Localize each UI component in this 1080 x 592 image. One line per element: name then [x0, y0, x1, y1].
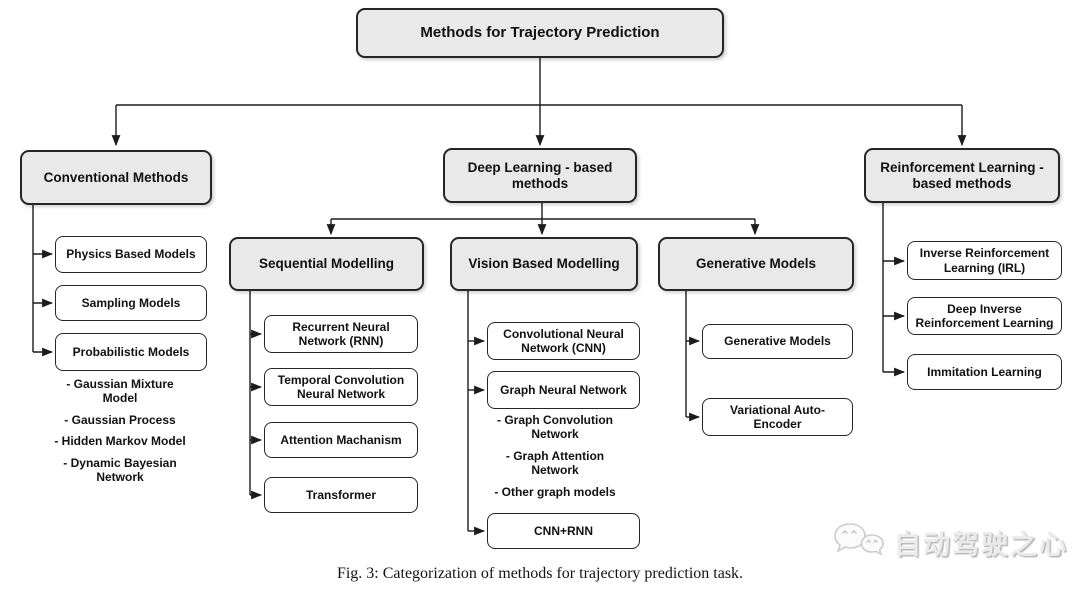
node-variational-auto-encoder: Variational Auto-Encoder [702, 398, 853, 436]
node-generative-models: Generative Models [658, 237, 854, 291]
node-temporal-convolution-network: Temporal Convolution Neural Network [264, 368, 418, 406]
figure-caption: Fig. 3: Categorization of methods for tr… [336, 565, 744, 582]
node-vision-based-modelling: Vision Based Modelling [450, 237, 638, 291]
node-sampling-models: Sampling Models [55, 285, 207, 321]
node-graph-neural-network: Graph Neural Network [487, 371, 640, 409]
watermark: 自动驾驶之心 [832, 521, 1068, 563]
node-imitation-learning: Immitation Learning [907, 354, 1062, 390]
node-generative-models-child: Generative Models [702, 324, 853, 359]
node-transformer: Transformer [264, 477, 418, 513]
node-deep-learning-methods: Deep Learning - based methods [443, 148, 637, 203]
watermark-text: 自动驾驶之心 [894, 529, 1068, 560]
list-graph-sub: - Graph Convolution Network - Graph Atte… [484, 413, 626, 506]
list-item-graph-convolution: - Graph Convolution Network [497, 413, 613, 442]
node-cnn-rnn: CNN+RNN [487, 513, 640, 549]
list-item-other-graph-models: - Other graph models [494, 484, 616, 499]
list-item-graph-attention: - Graph Attention Network [505, 448, 605, 478]
node-conventional-methods: Conventional Methods [20, 150, 212, 205]
list-item-hidden-markov: - Hidden Markov Model [54, 434, 186, 449]
node-physics-based-models: Physics Based Models [55, 236, 207, 273]
node-root: Methods for Trajectory Prediction [356, 8, 724, 58]
list-item-gaussian-mixture: - Gaussian Mixture Model [66, 377, 174, 406]
node-deep-inverse-reinforcement-learning: Deep Inverse Reinforcement Learning [907, 297, 1062, 335]
node-recurrent-neural-network: Recurrent Neural Network (RNN) [264, 315, 418, 353]
list-item-gaussian-process: - Gaussian Process [64, 412, 176, 427]
list-probabilistic-sub: - Gaussian Mixture Model - Gaussian Proc… [50, 377, 190, 491]
chat-bubbles-icon [834, 523, 884, 556]
node-inverse-reinforcement-learning: Inverse Reinforcement Learning (IRL) [907, 241, 1062, 280]
node-probabilistic-models: Probabilistic Models [55, 333, 207, 371]
list-item-dynamic-bayesian: - Dynamic Bayesian Network [63, 455, 177, 484]
node-reinforcement-learning-methods: Reinforcement Learning - based methods [864, 148, 1060, 203]
node-sequential-modelling: Sequential Modelling [229, 237, 424, 291]
node-convolutional-neural-network: Convolutional Neural Network (CNN) [487, 322, 640, 360]
node-attention-mechanism: Attention Machanism [264, 422, 418, 458]
